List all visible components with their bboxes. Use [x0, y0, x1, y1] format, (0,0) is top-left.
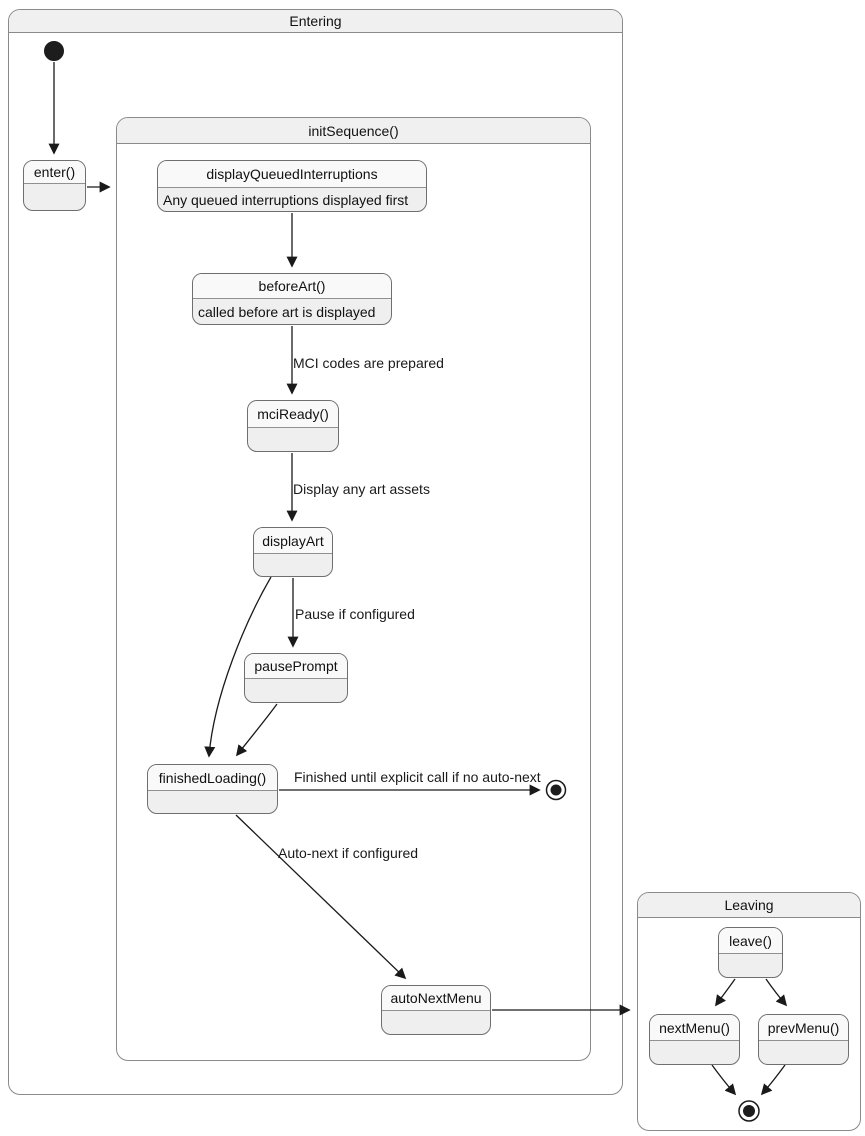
arrow-prev-menu-to-final — [760, 1064, 786, 1096]
state-finished-loading-label: finishedLoading() — [148, 765, 277, 791]
state-before-art-label: beforeArt() — [193, 274, 391, 299]
state-next-menu-body — [650, 1041, 739, 1064]
state-next-menu: nextMenu() — [649, 1014, 740, 1065]
arrow-pause-prompt-to-finished-loading — [235, 703, 278, 757]
state-leave-label: leave() — [719, 928, 782, 954]
container-init-sequence-title: initSequence() — [117, 118, 590, 144]
state-prev-menu: prevMenu() — [758, 1014, 849, 1065]
transition-label-auto-next-if-configured: Auto-next if configured — [278, 845, 419, 861]
state-auto-next-menu-label: autoNextMenu — [382, 986, 490, 1011]
final-state-icon-entering — [545, 779, 567, 801]
transition-label-finished-no-auto-next: Finished until explicit call if no auto-… — [294, 769, 541, 785]
arrow-next-menu-to-final — [711, 1064, 737, 1096]
container-entering-title: Entering — [9, 10, 622, 33]
state-display-queued-interruptions-description: Any queued interruptions displayed first — [163, 192, 409, 208]
state-display-queued-interruptions: displayQueuedInterruptions Any queued in… — [157, 160, 427, 212]
state-prev-menu-label: prevMenu() — [759, 1015, 848, 1041]
container-leaving: Leaving — [637, 892, 861, 1131]
state-display-art-body — [254, 554, 332, 576]
state-auto-next-menu-body — [382, 1011, 490, 1034]
arrow-finished-loading-to-auto-next-menu — [235, 814, 407, 980]
state-auto-next-menu: autoNextMenu — [381, 985, 491, 1035]
state-leave-body — [719, 954, 782, 977]
arrow-leave-to-next-menu — [715, 978, 736, 1007]
state-finished-loading: finishedLoading() — [147, 764, 278, 814]
state-mci-ready-body — [248, 428, 338, 451]
state-before-art: beforeArt() called before art is display… — [192, 273, 392, 325]
state-before-art-description: called before art is displayed — [198, 304, 376, 320]
state-enter: enter() — [23, 160, 86, 211]
arrow-leave-to-prev-menu — [765, 978, 788, 1007]
transition-label-pause-if-configured: Pause if configured — [295, 606, 415, 622]
state-display-art: displayArt — [253, 527, 333, 577]
arrow-display-art-to-finished-loading — [204, 576, 272, 758]
state-display-art-label: displayArt — [254, 528, 332, 554]
state-next-menu-label: nextMenu() — [650, 1015, 739, 1041]
state-pause-prompt: pausePrompt — [244, 653, 348, 703]
container-init-sequence: initSequence() — [116, 117, 591, 1061]
initial-state-dot — [44, 41, 64, 61]
state-enter-body — [24, 184, 85, 210]
transition-label-mci-prepared: MCI codes are prepared — [293, 355, 444, 371]
state-enter-label: enter() — [24, 161, 85, 184]
state-prev-menu-body — [759, 1041, 848, 1064]
final-state-icon-leaving — [738, 1100, 760, 1122]
state-mci-ready-label: mciReady() — [248, 401, 338, 428]
state-finished-loading-body — [148, 791, 277, 813]
state-mci-ready: mciReady() — [247, 400, 339, 452]
transition-label-display-art-assets: Display any art assets — [293, 481, 430, 497]
state-leave: leave() — [718, 927, 783, 978]
container-leaving-title: Leaving — [638, 893, 860, 918]
state-pause-prompt-body — [245, 679, 347, 702]
container-entering: Entering — [8, 9, 623, 1095]
state-pause-prompt-label: pausePrompt — [245, 654, 347, 679]
state-display-queued-interruptions-label: displayQueuedInterruptions — [158, 161, 426, 188]
